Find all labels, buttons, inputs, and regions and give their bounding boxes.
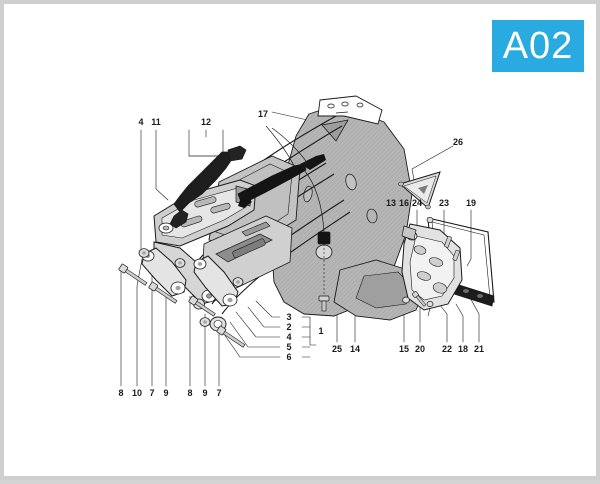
callout-label-21: 21 [473, 344, 485, 354]
callout-label-26: 26 [452, 137, 464, 147]
callout-label-9: 9 [202, 388, 208, 398]
license-plate-bracket-assembly [401, 217, 495, 317]
grab-rail-bracket-left [153, 179, 257, 305]
callout-label-4: 4 [138, 117, 144, 127]
motorcycle-rear-subframe-assembly [118, 95, 495, 348]
callout-label-12: 12 [200, 117, 212, 127]
callout-label-2: 2 [286, 322, 292, 332]
callout-label-18: 18 [457, 344, 469, 354]
callout-label-7: 7 [149, 388, 155, 398]
callout-label-11: 11 [151, 117, 161, 127]
callout-label-7: 7 [216, 388, 222, 398]
callout-label-4: 4 [286, 332, 292, 342]
callout-label-1: 1 [318, 326, 324, 336]
callout-label-25: 25 [331, 344, 343, 354]
center-bolt-cluster [315, 231, 333, 312]
callout-label-20: 20 [414, 344, 426, 354]
parts-diagram-canvas [118, 95, 495, 387]
callout-label-8: 8 [187, 388, 193, 398]
callout-label-10: 10 [131, 388, 143, 398]
callout-label-16: 16 [398, 198, 410, 208]
callout-label-17: 17 [257, 109, 269, 119]
hanger-links-left [141, 247, 239, 332]
callout-label-24: 24 [411, 198, 423, 208]
callout-label-5: 5 [286, 342, 292, 352]
reflector-triangle-part-26 [398, 171, 441, 210]
callout-label-23: 23 [438, 198, 450, 208]
callout-label-9: 9 [163, 388, 169, 398]
callout-label-8: 8 [118, 388, 124, 398]
rubber-trim-strips [237, 154, 326, 208]
callout-label-13: 13 [385, 198, 397, 208]
callout-label-15: 15 [398, 344, 410, 354]
callout-label-3: 3 [286, 312, 292, 322]
tie-rod-part-12 [169, 145, 247, 229]
callout-label-14: 14 [349, 344, 361, 354]
cable-routing [265, 125, 325, 233]
callout-label-22: 22 [441, 344, 453, 354]
page-code-badge: A02 [492, 20, 584, 72]
hardware-bolts-nuts [118, 248, 427, 348]
callout-label-6: 6 [286, 352, 292, 362]
callout-label-19: 19 [465, 198, 477, 208]
